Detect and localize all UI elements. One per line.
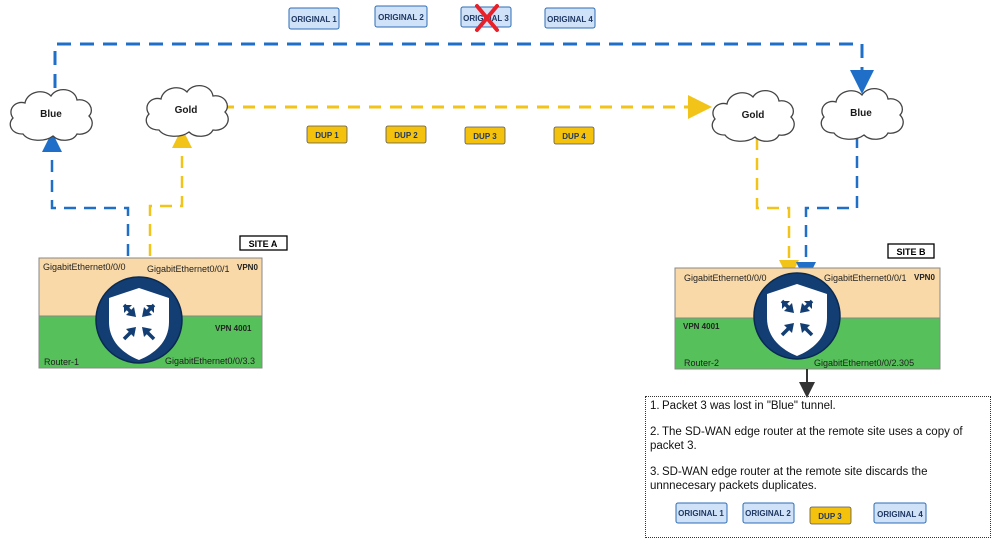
site-b-iface-gold: GigabitEthernet0/0/1 [824, 273, 907, 283]
svg-text:DUP 2: DUP 2 [394, 131, 418, 140]
svg-text:ORIGINAL 1: ORIGINAL 1 [291, 15, 337, 24]
result-packet-original-4: ORIGINAL 4 [873, 502, 927, 524]
result-packet-dup-3: DUP 3 [809, 506, 852, 525]
cloud-left-blue: Blue [9, 88, 93, 141]
dup-packet-3: DUP 3 [464, 126, 506, 145]
svg-text:ORIGINAL 2: ORIGINAL 2 [745, 509, 791, 518]
svg-text:SITE B: SITE B [896, 247, 926, 257]
site-b-label: SITE B [887, 243, 935, 259]
site-a-gold-uplink [148, 128, 192, 256]
svg-text:Blue: Blue [850, 108, 872, 119]
router-1-icon [95, 276, 183, 364]
cloud-right-gold: Gold [711, 89, 795, 142]
site-a-blue-uplink [42, 132, 130, 256]
lost-x-icon [475, 4, 499, 32]
cloud-right-blue: Blue [820, 87, 904, 140]
site-b-iface-lan: GigabitEthernet0/0/2.305 [814, 358, 914, 368]
svg-text:Blue: Blue [40, 109, 62, 120]
explanation-note: 1.Packet 3 was lost in "Blue" tunnel. 2.… [645, 396, 991, 538]
note-item-2: 2.The SD-WAN edge router at the remote s… [650, 426, 963, 452]
note-item-1: 1.Packet 3 was lost in "Blue" tunnel. [650, 400, 836, 412]
svg-text:DUP 3: DUP 3 [473, 132, 497, 141]
dup-packet-2: DUP 2 [385, 125, 427, 144]
site-a-vpn4001-label: VPN 4001 [215, 324, 252, 333]
cloud-left-gold: Gold [145, 84, 229, 137]
svg-text:ORIGINAL 4: ORIGINAL 4 [877, 510, 923, 519]
site-a-vpn0-label: VPN0 [237, 263, 258, 272]
svg-text:DUP 4: DUP 4 [562, 132, 586, 141]
svg-text:ORIGINAL 4: ORIGINAL 4 [547, 15, 593, 24]
svg-text:Gold: Gold [742, 110, 765, 121]
site-b-blue-downlink [796, 136, 859, 282]
blue-tunnel-path [53, 42, 874, 94]
site-b-gold-downlink [755, 138, 799, 280]
router-1-block: GigabitEthernet0/0/0 GigabitEthernet0/0/… [38, 257, 263, 369]
dup-packet-4: DUP 4 [553, 126, 595, 145]
site-b-iface-blue: GigabitEthernet0/0/0 [684, 273, 767, 283]
note-item-3: 3.SD-WAN edge router at the remote site … [650, 466, 928, 492]
top-packet-original-1: ORIGINAL 1 [288, 7, 340, 30]
dup-packet-1: DUP 1 [306, 125, 348, 144]
result-packet-original-2: ORIGINAL 2 [742, 502, 795, 524]
router-2-icon [753, 272, 841, 360]
top-packet-original-3-lost: ORIGINAL 3 [460, 4, 512, 32]
top-packet-original-4: ORIGINAL 4 [544, 7, 596, 29]
site-b-vpn4001-label: VPN 4001 [683, 322, 720, 331]
svg-text:ORIGINAL 1: ORIGINAL 1 [678, 509, 724, 518]
svg-text:Gold: Gold [175, 105, 198, 116]
svg-text:ORIGINAL 2: ORIGINAL 2 [378, 13, 424, 22]
result-packet-original-1: ORIGINAL 1 [675, 502, 728, 524]
site-b-vpn0-label: VPN0 [914, 273, 935, 282]
site-a-iface-gold: GigabitEthernet0/0/1 [147, 264, 230, 274]
svg-text:DUP 3: DUP 3 [818, 512, 842, 521]
top-packet-original-2: ORIGINAL 2 [374, 5, 428, 28]
site-a-iface-lan: GigabitEthernet0/0/3.3 [165, 356, 255, 366]
site-a-iface-blue: GigabitEthernet0/0/0 [43, 262, 126, 272]
svg-text:DUP 1: DUP 1 [315, 131, 339, 140]
site-a-router-name: Router-1 [44, 357, 79, 367]
site-b-router-name: Router-2 [684, 358, 719, 368]
svg-text:SITE A: SITE A [249, 239, 278, 249]
site-a-label: SITE A [239, 235, 288, 251]
router-2-block: GigabitEthernet0/0/0 GigabitEthernet0/0/… [674, 267, 941, 370]
